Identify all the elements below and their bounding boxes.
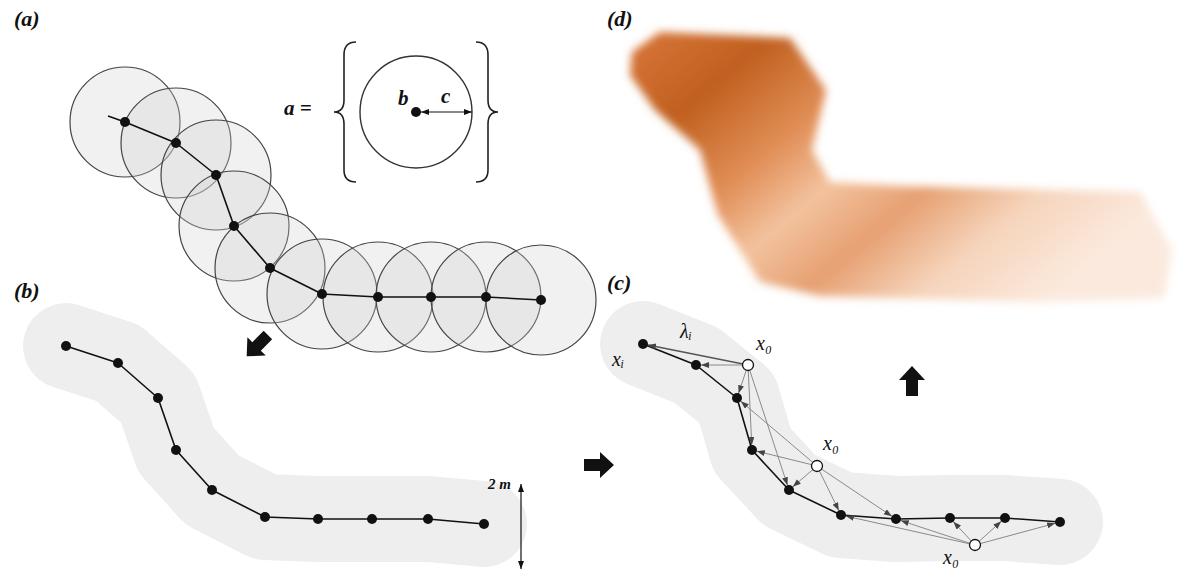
weight-line	[737, 398, 817, 466]
weight-line	[896, 519, 975, 545]
path-line	[108, 116, 541, 300]
path-point	[211, 170, 221, 180]
path-point	[61, 341, 71, 351]
estimation-point	[970, 540, 981, 551]
weight-line	[975, 522, 1060, 545]
weight-line	[817, 466, 841, 515]
center-label: b	[398, 86, 409, 110]
path-points	[61, 341, 489, 529]
point-label: xᵢ	[612, 348, 624, 371]
weight-line	[817, 466, 896, 519]
estimation-label: x₀	[756, 332, 772, 355]
path-point	[367, 514, 377, 524]
dimension-line	[520, 484, 521, 569]
path-point	[691, 360, 701, 370]
panel-letter: (b)	[14, 278, 40, 303]
interpolated-surface	[630, 32, 1172, 302]
brace	[334, 42, 356, 182]
path-point	[265, 263, 275, 273]
dimension-label: 2 m	[488, 476, 511, 493]
flow-arrow	[584, 452, 614, 478]
path-point	[113, 358, 123, 368]
path-point	[260, 512, 270, 522]
definition-label: a =	[284, 96, 312, 120]
panel-letter: (c)	[607, 270, 631, 295]
estimation-points	[743, 360, 981, 551]
path-point	[747, 445, 757, 455]
estimation-label: x₀	[943, 546, 959, 569]
path-point	[423, 514, 433, 524]
flow-arrow	[899, 366, 925, 396]
path-point	[313, 514, 323, 524]
path-point	[317, 289, 327, 299]
radius-arrow	[421, 111, 472, 112]
path-point	[536, 295, 546, 305]
path-point	[373, 292, 383, 302]
path-point	[481, 292, 491, 302]
buffer-circle	[486, 245, 596, 355]
weight-label: λᵢ	[680, 320, 692, 343]
path-point	[171, 138, 181, 148]
path-point	[479, 519, 489, 529]
estimation-point	[812, 461, 823, 472]
path-point	[1000, 513, 1010, 523]
path-point	[732, 393, 742, 403]
path-point	[120, 117, 130, 127]
buffer-band	[643, 344, 1060, 522]
path-point	[171, 445, 181, 455]
path-point	[784, 485, 794, 495]
path-point	[638, 339, 648, 349]
path-point	[153, 393, 163, 403]
weight-line	[841, 515, 975, 545]
weight-lines	[643, 344, 1060, 545]
buffer-band	[66, 346, 484, 524]
path-point	[891, 514, 901, 524]
weight-line	[696, 365, 748, 366]
radius-label: c	[441, 84, 450, 108]
estimation-label: x₀	[823, 432, 839, 455]
path-point	[1055, 517, 1065, 527]
flow-arrow	[237, 326, 277, 366]
path-points	[638, 339, 1065, 527]
weight-line	[748, 365, 789, 490]
brace	[476, 42, 498, 182]
path-point	[426, 292, 436, 302]
path-line	[643, 344, 1060, 522]
estimation-point	[743, 360, 754, 371]
path-line	[66, 346, 484, 524]
definition-circle	[360, 56, 472, 168]
panel-letter: (d)	[607, 6, 633, 31]
path-point	[229, 221, 239, 231]
weight-line	[752, 450, 817, 466]
path-point	[945, 513, 955, 523]
buffer-circles	[70, 67, 596, 355]
center-point	[411, 107, 421, 117]
path-points	[120, 117, 546, 305]
path-point	[836, 510, 846, 520]
path-point	[207, 485, 217, 495]
panel-letter: (a)	[14, 6, 40, 31]
